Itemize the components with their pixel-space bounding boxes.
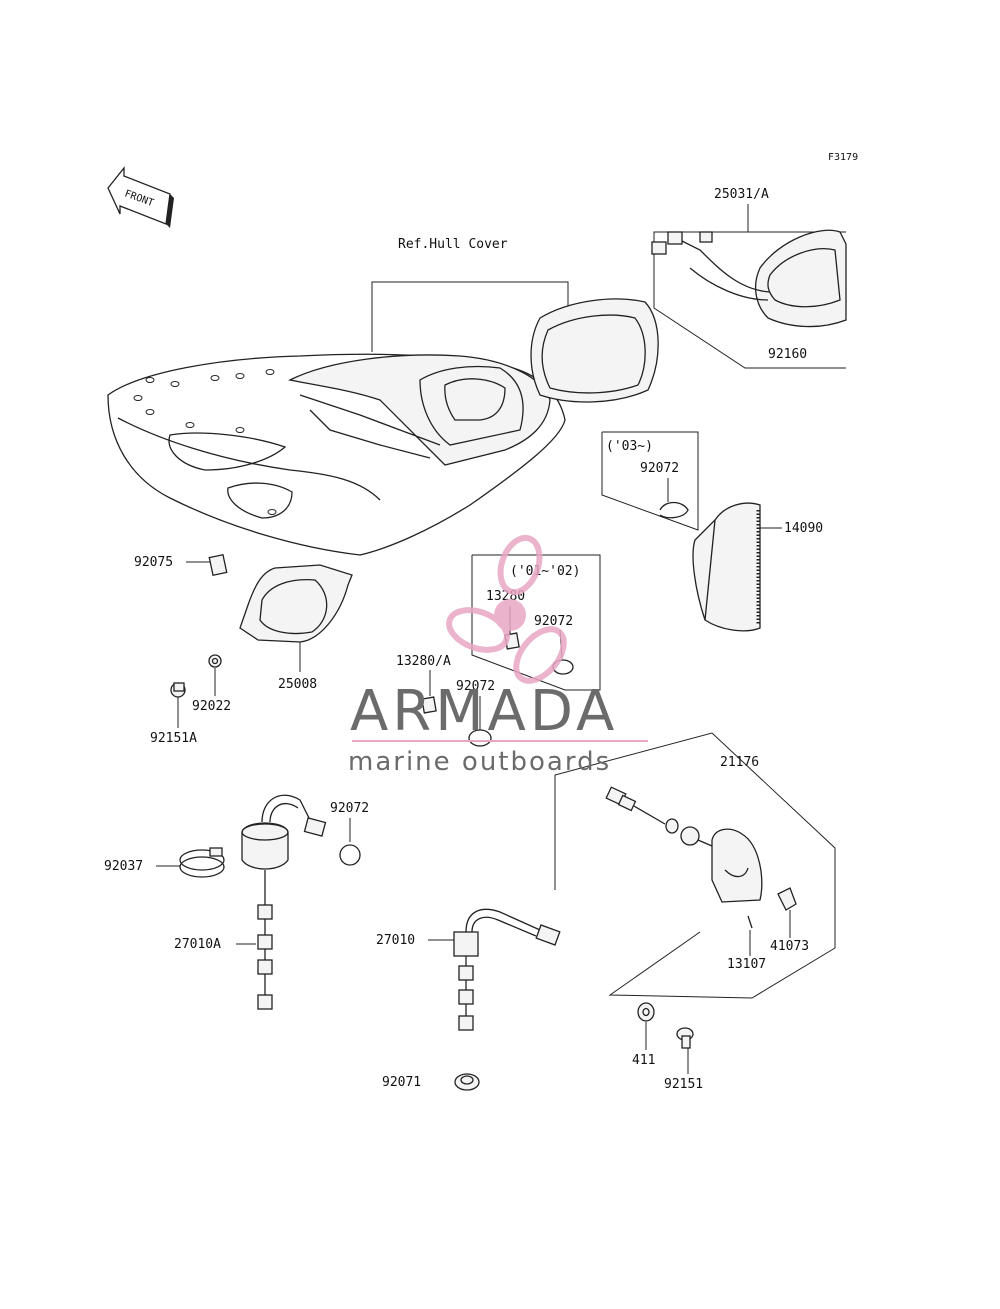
label-13107: 13107	[727, 957, 766, 972]
hull-cover-part	[107, 353, 566, 556]
label-92071: 92071	[382, 1075, 421, 1090]
box-21176	[554, 732, 836, 999]
figure-code: F3179	[828, 152, 858, 163]
box-03	[601, 431, 699, 531]
label-92072-a: 92072	[640, 461, 679, 476]
box-01-02	[471, 554, 601, 691]
label-92037: 92037	[104, 859, 143, 874]
label-14090: 14090	[784, 521, 823, 536]
front-arrow-icon: FRONT	[107, 166, 174, 228]
label-27010: 27010	[376, 933, 415, 948]
clip-41073-part	[777, 887, 797, 938]
label-13280a: 13280/A	[396, 654, 451, 669]
propeller-logo-icon	[446, 534, 567, 684]
clip-92072-c-part	[468, 696, 492, 747]
bolt-92151-part	[676, 1027, 694, 1049]
clip-92072-d-part	[339, 844, 361, 866]
washer-411-part	[637, 1002, 655, 1022]
watermark-tagline: marine outboards	[348, 747, 611, 777]
pin-13107-part	[747, 915, 753, 929]
label-plate-13280a-part	[421, 696, 437, 714]
label-92160: 92160	[768, 347, 807, 362]
label-92151: 92151	[664, 1077, 703, 1092]
label-92072-d: 92072	[330, 801, 369, 816]
label-92072-c: 92072	[456, 679, 495, 694]
clamp-92037-part	[179, 847, 225, 878]
box-25031a	[653, 231, 846, 369]
label-25008: 25008	[278, 677, 317, 692]
cover-14090-part	[692, 502, 761, 632]
nut-92022-part	[208, 654, 222, 668]
label-27010a: 27010A	[174, 937, 221, 952]
label-92151a: 92151A	[150, 731, 197, 746]
meter-assembly-part	[651, 229, 847, 328]
bolt-92151a-part	[170, 682, 186, 698]
sensor-27010-part	[453, 908, 561, 1031]
clip-92072-a-part	[659, 478, 689, 519]
label-92072-b: 92072	[534, 614, 573, 629]
label-ref-hull-cover: Ref.Hull Cover	[398, 237, 508, 252]
bracket-25008-part	[239, 564, 353, 643]
leader-ref-hull-cover	[371, 281, 569, 352]
sensor-27010a-part	[241, 794, 327, 1010]
instrument-bezel-part	[530, 298, 659, 403]
switch-21176-part	[605, 786, 763, 903]
label-41073: 41073	[770, 939, 809, 954]
label-01-02: ('01~'02)	[510, 564, 580, 579]
grommet-92071-part	[454, 1073, 480, 1091]
label-411: 411	[632, 1053, 655, 1068]
label-92022: 92022	[192, 699, 231, 714]
label-21176: 21176	[720, 755, 759, 770]
label-03: ('03~)	[606, 439, 653, 454]
label-25031a: 25031/A	[714, 187, 769, 202]
bumper-92075-part	[208, 553, 228, 577]
watermark-brand: ARMADA	[350, 679, 618, 744]
label-92075: 92075	[134, 555, 173, 570]
